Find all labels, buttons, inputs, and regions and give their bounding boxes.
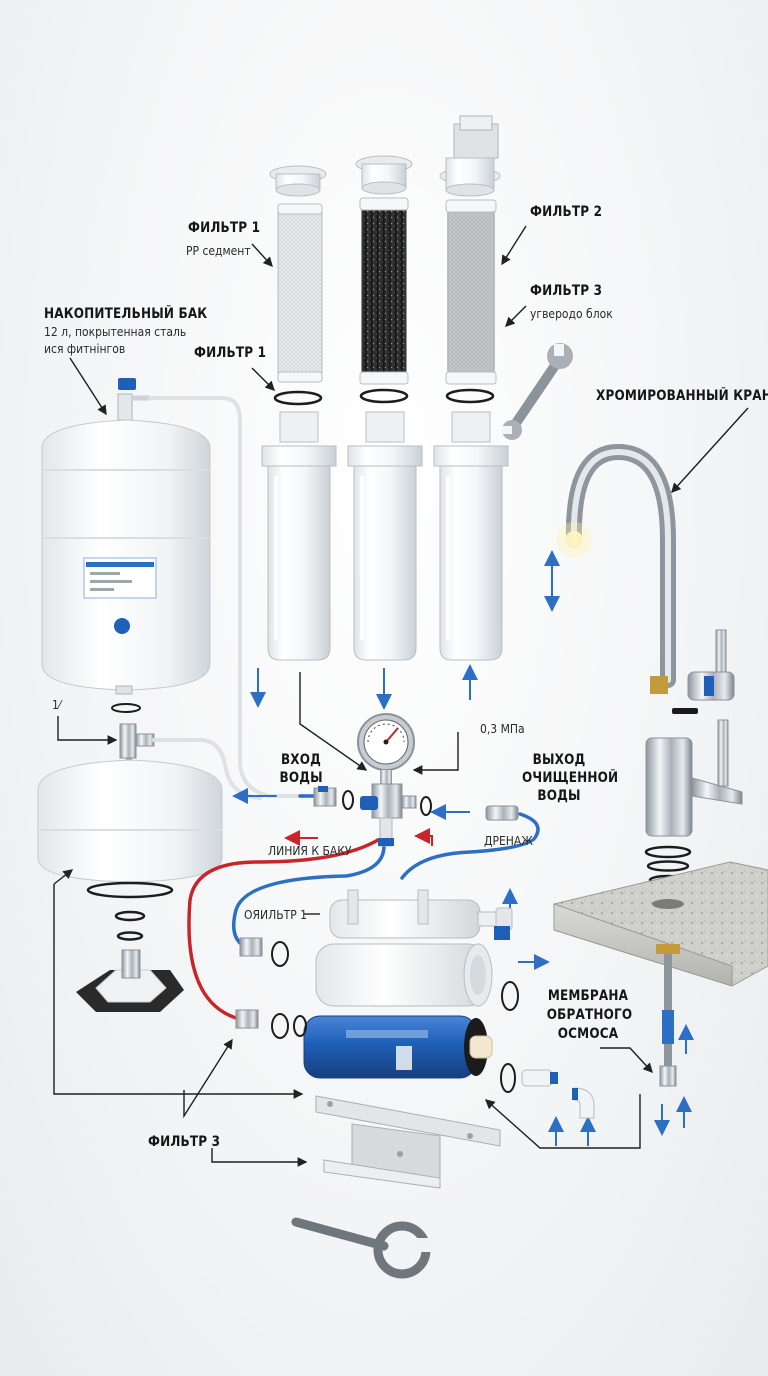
storage-tank-upper [41, 378, 211, 695]
pressure-gauge-icon [357, 713, 415, 784]
storage-tank-lower [37, 759, 223, 883]
label-pressure: 0,3 МПа [480, 722, 525, 736]
o-rings-filters [273, 388, 495, 406]
label-filter1-top-title: ФИЛЬТР 1 [188, 220, 261, 236]
fitting-rings [271, 941, 307, 1039]
label-postfilter: ОЯИЛЬТР 1 [244, 908, 308, 922]
label-filter1-top-sub: PP седмент [186, 244, 251, 258]
tubing-red [187, 838, 380, 1020]
faucet-shank [656, 944, 680, 1087]
wrench-icon [502, 343, 573, 440]
cartridge-carbon-granular [359, 197, 409, 385]
label-tank-sub2: ися фитнінгов [44, 342, 126, 356]
tank-ring [111, 703, 141, 713]
mounting-bracket [315, 1095, 501, 1189]
tank-stand [76, 949, 184, 1012]
cartridge-pp-sediment [277, 203, 323, 383]
filter-cap-3-bracket [439, 115, 501, 197]
countertop [553, 861, 768, 987]
label-tank-line: ЛИНИЯ К БАКУ [268, 844, 352, 858]
label-small-mark: 1⁄ [52, 698, 61, 712]
small-fittings [235, 926, 510, 1029]
housing-1 [261, 411, 337, 661]
housing-3 [433, 411, 509, 661]
label-faucet-title: ХРОМИРОВАННЫЙ КРАН [596, 388, 768, 404]
housing-2 [347, 411, 423, 661]
label-water-out-line2: ОЧИЩЕННОЙ [522, 770, 619, 786]
label-membrane-line2: ОБРАТНОГО [546, 1007, 633, 1023]
ro-membrane [303, 1015, 493, 1079]
manifold-rings [342, 790, 432, 816]
inlet-fitting [313, 786, 337, 807]
label-membrane-line3: ОСМОСА [557, 1026, 619, 1042]
filter-cap-1 [269, 165, 327, 197]
label-membrane-line1: МЕМБРАНА [547, 988, 629, 1004]
label-filter3-top-sub: угверодо блок [530, 307, 613, 321]
filter-cap-2 [355, 155, 413, 195]
manifold-valve [360, 783, 417, 847]
housing-wrench-icon [291, 1217, 432, 1279]
tubing-blue [232, 788, 540, 950]
label-filter1-mid-title: ФИЛЬТР 1 [194, 345, 267, 361]
label-filter2-title: ФИЛЬТР 2 [530, 204, 603, 220]
outlet-fitting [485, 805, 519, 821]
membrane-housing [315, 943, 493, 1007]
label-water-out-line1: ВЫХОД [532, 752, 586, 768]
membrane-ring [501, 981, 519, 1011]
inline-post-filter [329, 889, 513, 939]
faucet-body [645, 708, 743, 837]
chrome-faucet [556, 443, 735, 701]
label-water-in-line1: ВХОД [280, 752, 322, 768]
label-filter3-top-title: ФИЛЬТР 3 [530, 283, 603, 299]
label-drain: ДРЕНАЖ [484, 834, 533, 848]
leader-lines [53, 225, 749, 1167]
flow-arrows-housings [250, 664, 478, 710]
cartridge-carbon-block [445, 199, 497, 385]
label-tank-sub1: 12 л, покрытенная сталь [44, 325, 187, 339]
label-water-out-line3: ВОДЫ [537, 788, 581, 804]
label-filter3-bottom: ФИЛЬТР 3 [148, 1134, 221, 1150]
quick-fittings [521, 1069, 595, 1119]
tank-base-rings [86, 881, 174, 941]
label-water-in-line2: ВОДЫ [279, 770, 323, 786]
label-tank-title: НАКОПИТЕЛЬНЫЙ БАК [44, 306, 208, 322]
membrane-end-rings [500, 1063, 516, 1093]
